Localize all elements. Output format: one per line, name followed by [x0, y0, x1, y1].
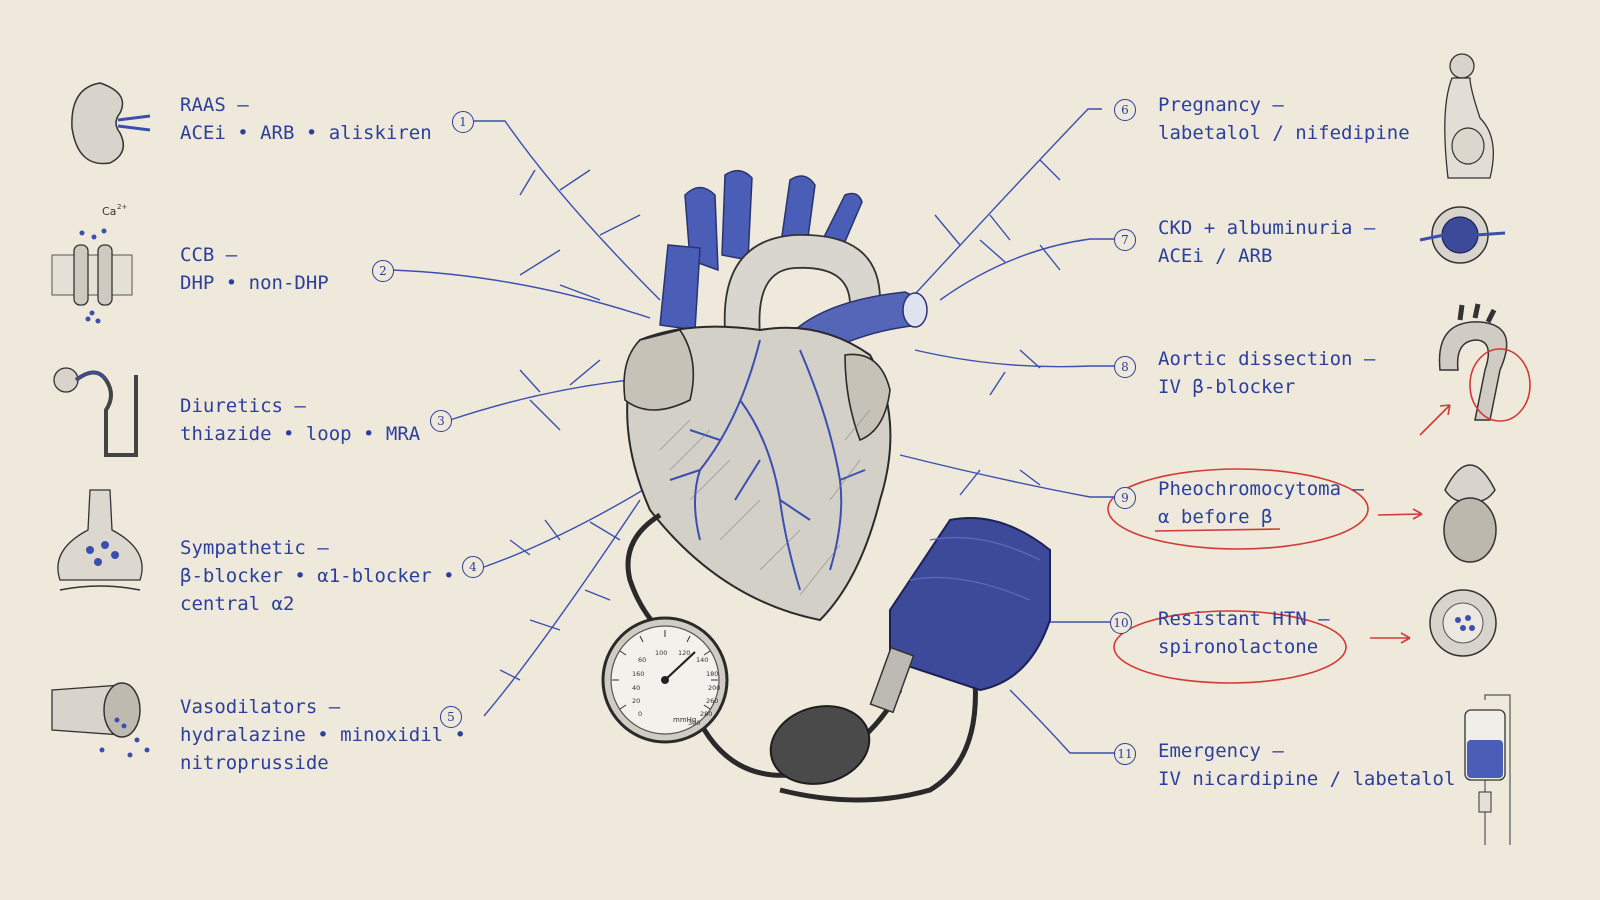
gauge-tick-label: 100	[655, 649, 667, 657]
label-resistant-htn-drugs: spironolactone	[1158, 636, 1319, 658]
callout-number-11: 11	[1114, 743, 1136, 765]
callout-number-4: 4	[462, 556, 484, 578]
gauge-unit: mmHg	[673, 716, 696, 724]
label-pregnancy: Pregnancy – labetalol / nifedipine	[1158, 91, 1410, 147]
callout-number-9: 9	[1114, 487, 1136, 509]
heart-illustration	[623, 169, 928, 622]
label-sympathetic-drugs-cont: central α2	[180, 593, 295, 615]
label-ccb-drugs: DHP • non-DHP	[180, 272, 329, 294]
kidney-icon	[71, 82, 151, 165]
label-aortic-dissection-drugs: IV β-blocker	[1158, 376, 1296, 398]
label-diuretics-title: Diuretics –	[180, 395, 306, 417]
label-ckd-drugs: ACEi / ARB	[1158, 245, 1273, 267]
artery-cross-section-icon	[1429, 589, 1497, 657]
connector-lines-left	[391, 120, 661, 717]
label-raas-title: RAAS –	[180, 94, 249, 116]
label-ccb: CCB – DHP • non-DHP	[180, 241, 329, 297]
glomerulus-icon	[1419, 206, 1506, 264]
arrow-to-adrenal	[1377, 508, 1423, 520]
pregnant-woman-icon	[1444, 53, 1494, 179]
label-ccb-title: CCB –	[180, 244, 238, 266]
red-annotations	[1107, 348, 1531, 684]
label-raas-drugs: ACEi • ARB • aliskiren	[180, 122, 432, 144]
arrow-to-aorta	[1419, 404, 1451, 436]
gauge-tick-label: 200	[708, 684, 720, 692]
label-sympathetic-title: Sympathetic –	[180, 537, 329, 559]
label-resistant-htn: Resistant HTN – spironolactone	[1158, 605, 1330, 661]
pheo-underline	[1154, 528, 1281, 532]
ca-label: Ca	[102, 205, 116, 218]
label-emergency-drugs: IV nicardipine / labetalol	[1158, 768, 1456, 790]
label-vasodilators-drugs: hydralazine • minoxidil •	[180, 724, 466, 746]
ca-charge: 2+	[117, 203, 127, 211]
aortic-arch-icon	[1438, 303, 1508, 421]
callout-number-3: 3	[430, 410, 452, 432]
label-ckd: CKD + albuminuria – ACEi / ARB	[1158, 214, 1375, 270]
callout-number-7: 7	[1114, 229, 1136, 251]
label-pregnancy-title: Pregnancy –	[1158, 94, 1284, 116]
label-vasodilators-drugs-cont: nitroprusside	[180, 752, 329, 774]
calcium-channel-icon	[51, 228, 133, 324]
gauge-tick-label: 20	[632, 697, 640, 705]
iv-drip-icon	[1464, 694, 1511, 845]
label-resistant-htn-title: Resistant HTN –	[1158, 608, 1330, 630]
label-sympathetic: Sympathetic – β-blocker • α1-blocker • c…	[180, 534, 455, 618]
label-raas: RAAS – ACEi • ARB • aliskiren	[180, 91, 432, 147]
pheo-highlight-ellipse	[1107, 468, 1369, 550]
bp-cuff-illustration	[625, 512, 1051, 803]
vessel-dilation-icon	[51, 682, 150, 758]
label-aortic-dissection: Aortic dissection – IV β-blocker	[1158, 345, 1375, 401]
callout-number-2: 2	[372, 260, 394, 282]
label-vasodilators-title: Vasodilators –	[180, 696, 341, 718]
callout-number-1: 1	[452, 111, 474, 133]
aortic-arch-circle	[1469, 348, 1531, 422]
adrenal-gland-icon	[1443, 464, 1497, 563]
callout-number-6: 6	[1114, 99, 1136, 121]
callout-number-5: 5	[440, 706, 462, 728]
callout-number-8: 8	[1114, 356, 1136, 378]
label-pregnancy-drugs: labetalol / nifedipine	[1158, 122, 1410, 144]
gauge-tick-label: 180	[706, 670, 718, 678]
label-vasodilators: Vasodilators – hydralazine • minoxidil •…	[180, 693, 466, 777]
gauge-tick-label: 280	[700, 710, 712, 718]
label-emergency: Emergency – IV nicardipine / labetalol	[1158, 737, 1455, 793]
label-pheochromocytoma-drugs: α before β	[1158, 506, 1273, 528]
label-emergency-title: Emergency –	[1158, 740, 1284, 762]
label-diuretics-drugs: thiazide • loop • MRA	[180, 423, 421, 445]
gauge-tick-label: 140	[696, 656, 708, 664]
callout-number-10: 10	[1110, 612, 1132, 634]
gauge-tick-label: 120	[678, 649, 690, 657]
arrow-to-artery	[1370, 632, 1411, 644]
label-diuretics: Diuretics – thiazide • loop • MRA	[180, 392, 420, 448]
gauge-tick-label: 160	[632, 670, 644, 678]
label-aortic-dissection-title: Aortic dissection –	[1158, 348, 1376, 370]
label-pheochromocytoma: Pheochromocytoma – α before β	[1158, 475, 1364, 531]
label-sympathetic-drugs: β-blocker • α1-blocker •	[180, 565, 455, 587]
resistant-htn-highlight-ellipse	[1113, 610, 1347, 684]
gauge-tick-label: 300	[688, 719, 700, 727]
gauge-tick-label: 40	[632, 684, 640, 692]
label-ckd-title: CKD + albuminuria –	[1158, 217, 1376, 239]
gauge-tick-label: 0	[638, 710, 642, 718]
label-pheochromocytoma-title: Pheochromocytoma –	[1158, 478, 1364, 500]
gauge-tick-label: 60	[638, 656, 646, 664]
connector-lines-right	[899, 108, 1115, 754]
gauge-tick-label: 260	[706, 697, 718, 705]
synapse-icon	[57, 489, 143, 591]
nephron-icon	[53, 367, 138, 457]
